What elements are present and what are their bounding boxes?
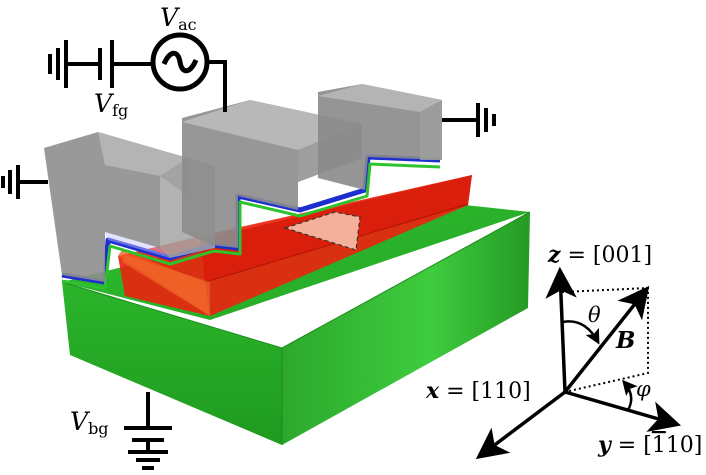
x-axis-arrow [475, 390, 567, 460]
theta-arc [562, 320, 600, 345]
b-vector-label: B [615, 327, 635, 354]
ac-source-icon [150, 32, 210, 92]
z-axis-arrow [545, 266, 577, 393]
x-axis-label: x = [110] [425, 378, 531, 404]
right-gate [318, 84, 442, 190]
theta-label: θ [588, 303, 601, 327]
phi-arc [622, 379, 638, 411]
v-bg-label: Vbg [70, 407, 109, 438]
z-axis-label: z = [001] [547, 242, 652, 268]
device-region [283, 211, 361, 251]
phi-label: φ [636, 377, 651, 401]
coordinate-axes [475, 266, 682, 460]
b-vector-arrow [563, 285, 650, 394]
right-ground-symbol [442, 103, 496, 137]
v-ac-label: Vac [160, 3, 197, 34]
bg-circuit [124, 392, 172, 470]
gate-wire [207, 60, 227, 112]
y-axis-label: y = [110] [597, 432, 702, 458]
v-fg-label: Vfg [94, 89, 128, 120]
left-ground-symbol [1, 165, 48, 199]
fg-circuit [48, 40, 152, 88]
y-axis-arrow [564, 390, 682, 432]
